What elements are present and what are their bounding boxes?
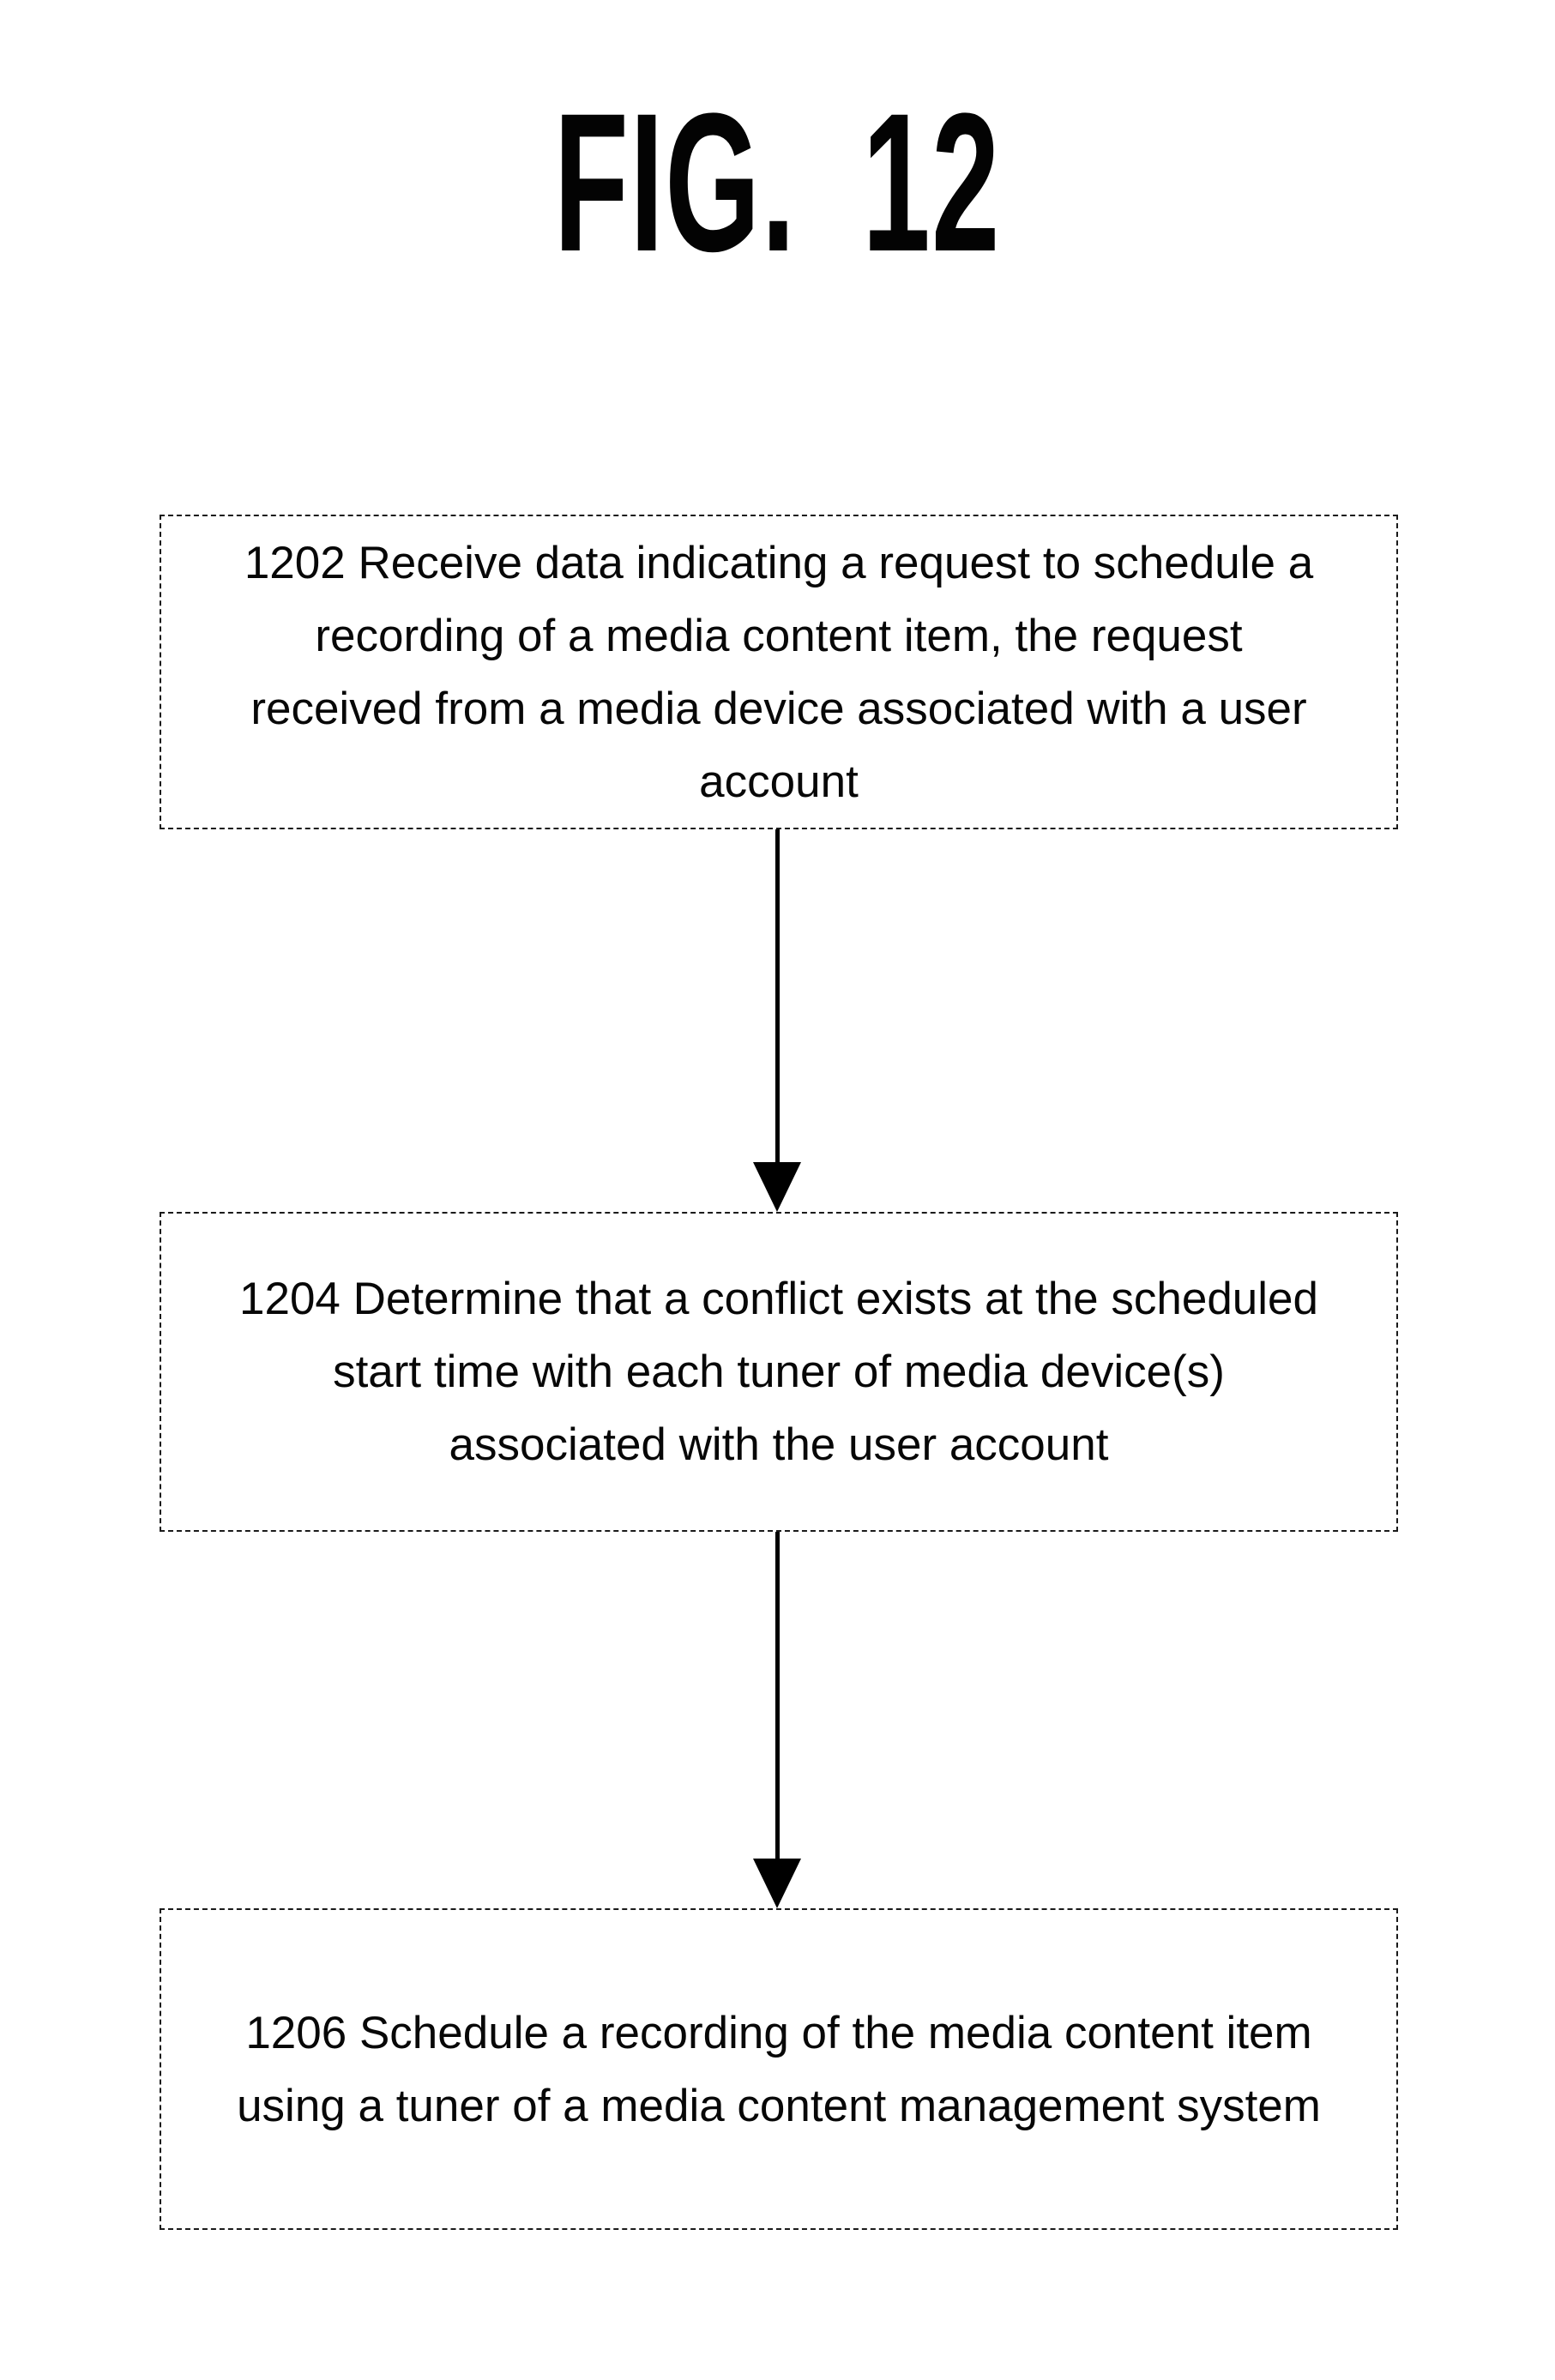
step-text-line: using a tuner of a media content managem… <box>237 2080 1321 2131</box>
figure-title: FIG. 12 <box>0 84 1555 281</box>
step-text-line: account <box>699 756 859 807</box>
flow-arrow-down-icon <box>753 829 801 1212</box>
arrow-shaft <box>774 1532 780 1859</box>
step-text-line: start time with each tuner of media devi… <box>333 1347 1225 1397</box>
figure-title-text: FIG. 12 <box>553 72 1002 292</box>
step-text-line: associated with the user account <box>449 1419 1109 1470</box>
step-text-line: 1206 Schedule a recording of the media c… <box>245 2007 1312 2058</box>
step-text-line: 1202 Receive data indicating a request t… <box>244 537 1314 588</box>
flowchart-step-1204: 1204 Determine that a conflict exists at… <box>160 1212 1398 1532</box>
arrow-head <box>753 1859 801 1908</box>
arrow-head <box>753 1162 801 1212</box>
step-text-line: 1204 Determine that a conflict exists at… <box>239 1274 1318 1324</box>
flow-arrow-down-icon <box>753 1532 801 1908</box>
step-text-line: received from a media device associated … <box>250 683 1307 734</box>
arrow-shaft <box>774 829 780 1163</box>
step-text-line: recording of a media content item, the r… <box>315 610 1243 661</box>
flowchart-step-1206: 1206 Schedule a recording of the media c… <box>160 1908 1398 2230</box>
flowchart-step-1202: 1202 Receive data indicating a request t… <box>160 515 1398 829</box>
